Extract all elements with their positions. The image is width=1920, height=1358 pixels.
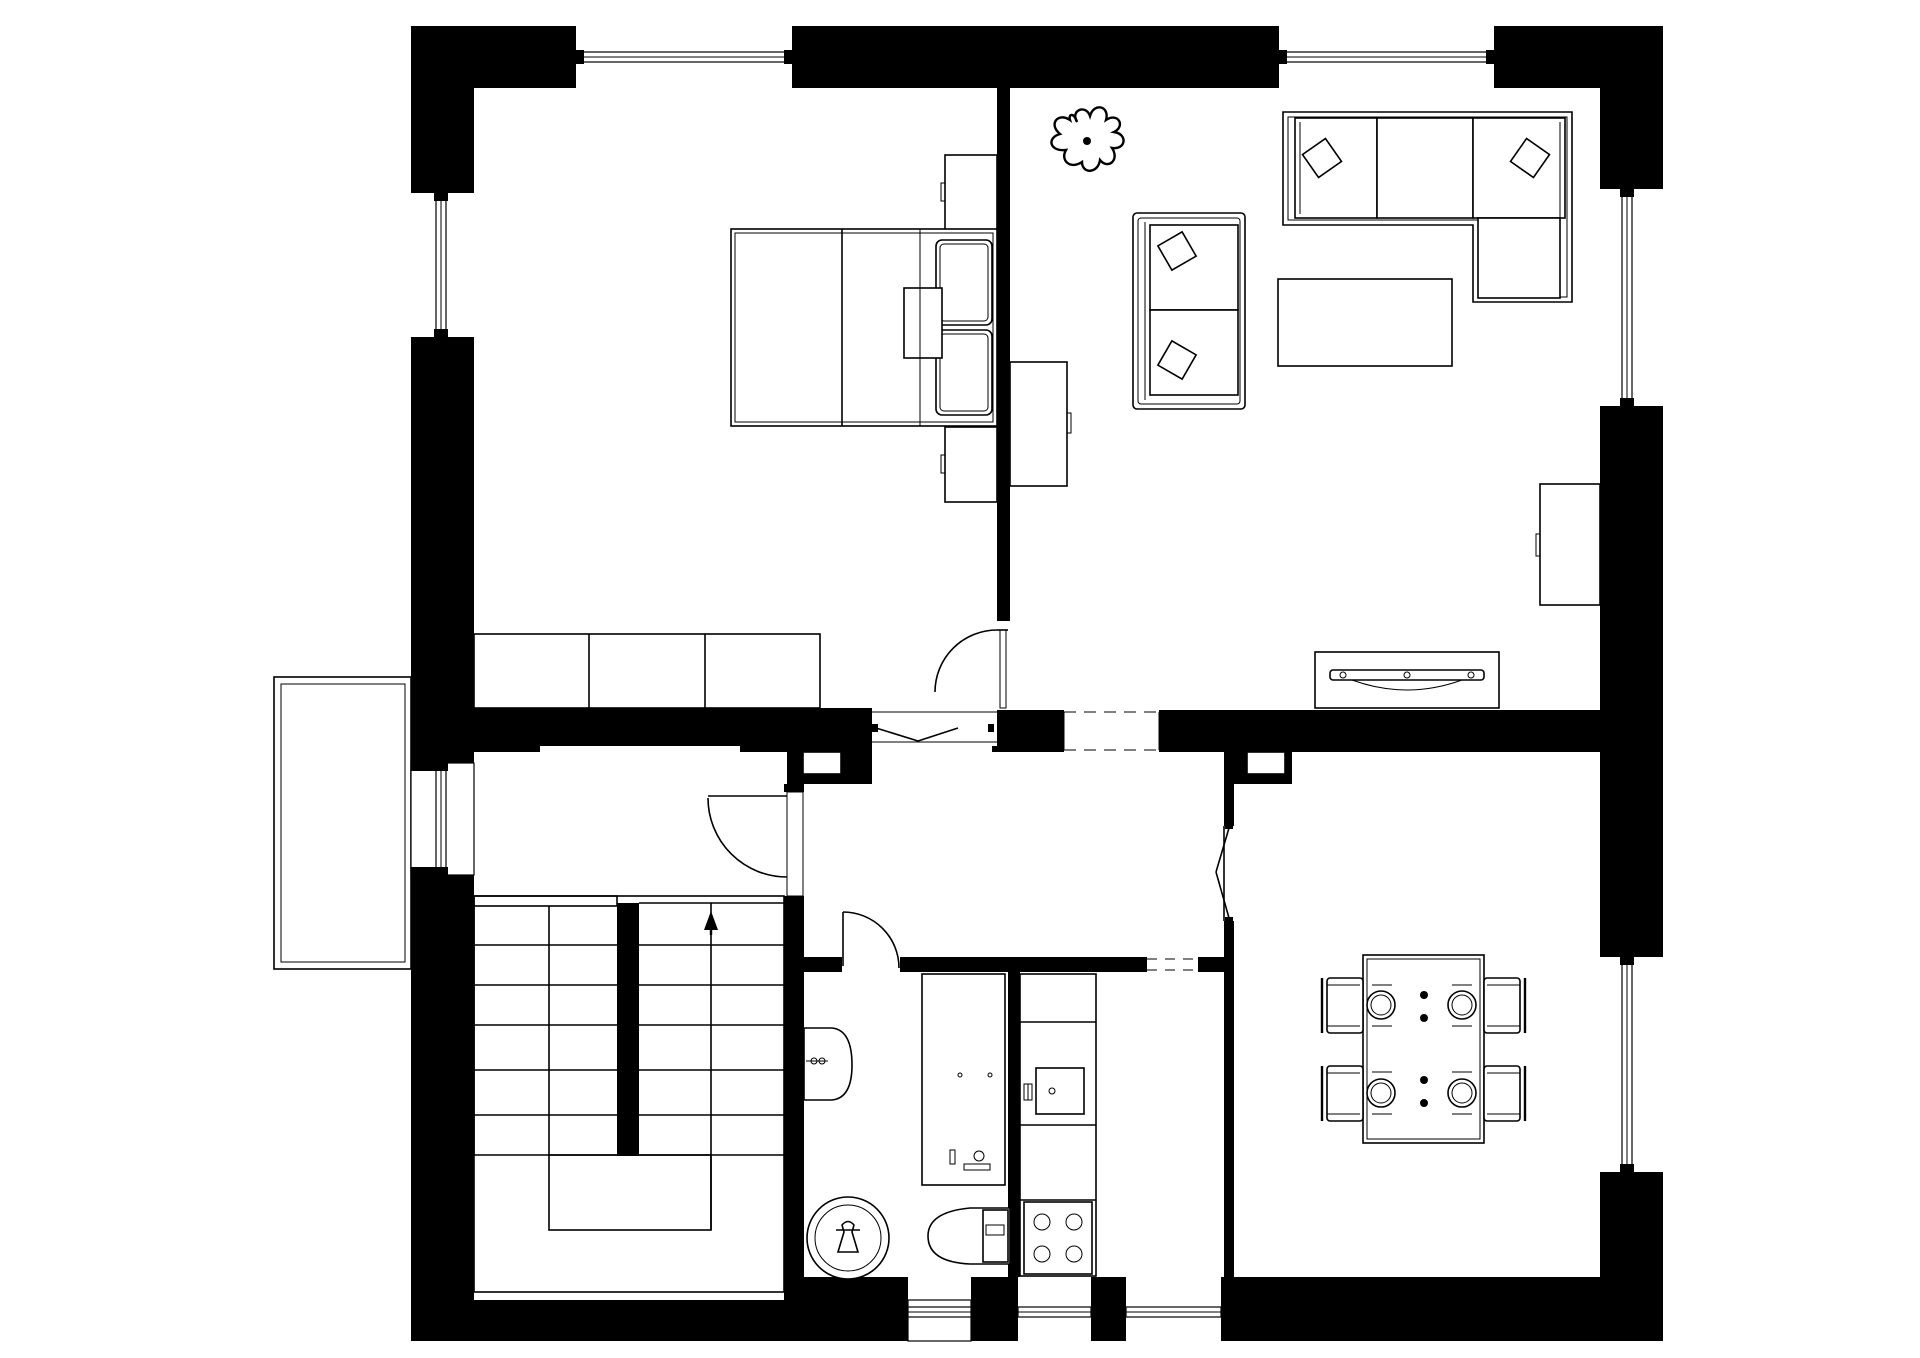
interior-walls [474,88,1663,1277]
sink [1023,1067,1085,1115]
bedroom [473,154,1008,742]
kitchen [1019,973,1097,1277]
window-icon [575,50,793,64]
door-swing-icon [872,724,994,742]
chair [1320,977,1364,1034]
window-icon [1278,50,1495,64]
nightstand [940,426,998,503]
hallway [707,791,1233,969]
bathtub [921,973,1006,1186]
chair [1483,977,1527,1034]
wardrobe [473,633,821,709]
window-icon [1620,188,1634,407]
sideboard [1535,483,1601,606]
tv-stand [1314,651,1500,709]
living-room [1009,106,1601,709]
dining-room [1320,954,1527,1144]
window-icon [1620,956,1634,1173]
window-icon [410,762,475,876]
balcony [273,676,412,970]
nightstand [940,154,998,231]
door-swing-icon [842,911,900,969]
window-icon [907,1299,972,1342]
stair-arrow-icon [704,911,718,935]
dining-table [1362,954,1485,1144]
sectional-sofa [1282,111,1573,303]
chair [1483,1065,1527,1122]
door-swing-icon [1215,821,1233,925]
desk [1009,361,1068,487]
staircase [473,895,785,1293]
door-swing-icon [707,791,804,897]
window-icon [1017,1306,1092,1318]
outer-walls [411,26,1663,1341]
window-icon [434,192,448,338]
bathroom [803,973,1011,1280]
windows [410,50,1634,1342]
double-bed [730,228,998,427]
coffee-table [1277,278,1453,367]
armchair-sofa [1132,212,1246,410]
door-swing-icon [934,629,1008,709]
washing-machine [806,1196,890,1280]
window-icon [1125,1306,1222,1318]
chair [1320,1065,1364,1122]
toilet [803,1027,853,1101]
toilet [927,1207,1011,1265]
wall-openings [872,708,1198,971]
stove [1023,1201,1093,1275]
plant-icon [1050,106,1125,172]
